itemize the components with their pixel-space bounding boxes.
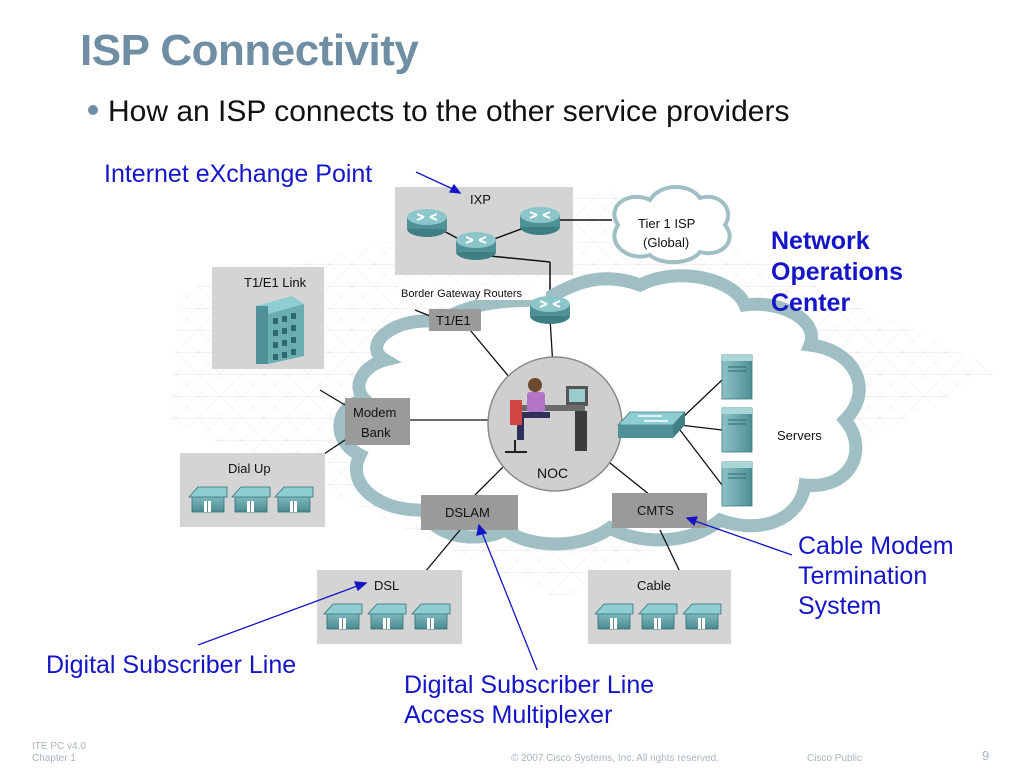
callout-ixp: Internet eXchange Point	[104, 160, 373, 188]
dsl-house-2	[367, 603, 407, 630]
servers-label: Servers	[777, 428, 822, 443]
building-icon	[256, 296, 304, 364]
callout-noc: Network Operations Center	[771, 226, 903, 319]
modem-bank-line1: Modem	[353, 405, 396, 420]
callout-noc-line2: Operations	[771, 258, 903, 286]
border-gateway-router	[529, 295, 571, 325]
ixp-router-right	[519, 206, 561, 236]
callout-cmts-line2: Termination	[798, 562, 928, 590]
footer-course-line2: Chapter 1	[32, 753, 76, 764]
footer-course-line1: ITE PC v4.0	[32, 741, 86, 752]
server-1	[721, 354, 753, 400]
callout-arrows	[197, 171, 793, 671]
dial-up-house-1	[188, 486, 228, 513]
modem-bank-box	[345, 398, 410, 445]
footer-course: ITE PC v4.0 Chapter 1	[32, 741, 86, 765]
dial-up-house-2	[231, 486, 271, 513]
cable-label: Cable	[637, 578, 671, 593]
cable-house-3	[682, 603, 722, 630]
cable-house-1	[594, 603, 634, 630]
dial-up-label: Dial Up	[228, 461, 271, 476]
noc-node: NOC	[487, 356, 623, 492]
bullet-text: How an ISP connects to the other service…	[108, 95, 790, 128]
dsl-box-label: DSL	[374, 578, 399, 593]
callout-cmts: Cable Modem Termination System	[798, 531, 954, 621]
dslam-box	[421, 495, 518, 530]
ixp-router-center	[455, 231, 497, 261]
callout-dsl: Digital Subscriber Line	[46, 651, 297, 679]
footer-copyright: © 2007 Cisco Systems, Inc. All rights re…	[511, 753, 720, 764]
cable-house-2	[638, 603, 678, 630]
tier1-isp-sublabel: (Global)	[643, 235, 689, 250]
t1e1-label: T1/E1	[436, 313, 471, 328]
tier1-isp-cloud: Tier 1 ISP (Global)	[612, 185, 732, 265]
border-gateway-label: Border Gateway Routers	[401, 288, 523, 300]
noc-label: NOC	[537, 465, 568, 481]
page-number: 9	[982, 748, 990, 763]
server-2	[721, 407, 753, 453]
modem-bank-line2: Bank	[361, 425, 391, 440]
callout-dslam: Digital Subscriber Line Access Multiplex…	[404, 670, 654, 730]
dial-up-house-3	[274, 486, 314, 513]
footer-classification: Cisco Public	[807, 753, 863, 764]
dsl-house-3	[411, 603, 451, 630]
callout-noc-line3: Center	[771, 289, 851, 317]
callout-dslam-line2: Access Multiplexer	[404, 701, 613, 729]
ixp-router-left	[406, 208, 448, 238]
dslam-label: DSLAM	[445, 505, 490, 520]
server-3	[721, 461, 753, 507]
t1e1-link-label: T1/E1 Link	[244, 275, 307, 290]
callout-cmts-line1: Cable Modem	[798, 532, 954, 560]
cmts-label: CMTS	[637, 503, 674, 518]
bullet-icon	[88, 105, 98, 116]
callout-noc-line1: Network	[771, 227, 870, 255]
tier1-isp-label: Tier 1 ISP	[638, 216, 695, 231]
ixp-label: IXP	[470, 192, 491, 207]
dsl-house-1	[323, 603, 363, 630]
border-gateway-label-bg	[398, 285, 546, 300]
t1e1-box	[429, 309, 481, 331]
switch-icon	[617, 411, 686, 438]
bullet-item: How an ISP connects to the other service…	[88, 95, 789, 129]
callout-dslam-line1: Digital Subscriber Line	[404, 671, 655, 699]
callout-cmts-line3: System	[798, 592, 882, 620]
slide-title: ISP Connectivity	[80, 26, 419, 75]
